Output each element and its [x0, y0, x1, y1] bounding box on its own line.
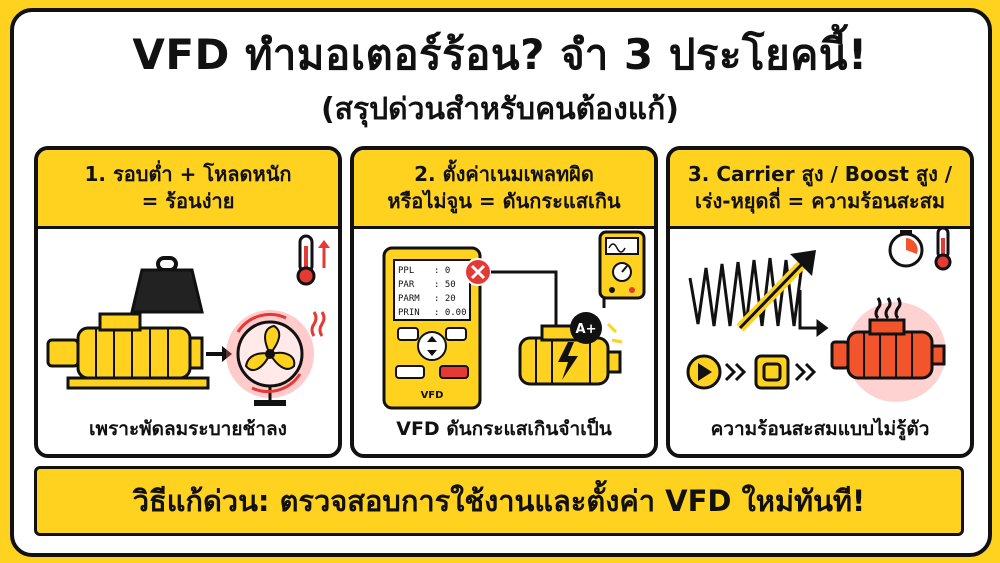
panel-header: 2. ตั้งค่าเนมเพลทผิด หรือไม่จูน = ดันกระ… [354, 150, 654, 229]
param-key: PRIN [398, 308, 420, 318]
amp-badge-label: A+ [576, 322, 597, 337]
param-key: PAR [398, 280, 415, 290]
overcurrent-badge-icon: A+ [570, 312, 623, 344]
panel-caption: ความร้อนสะสมแบบไม่รู้ตัว [710, 418, 930, 440]
panel-1-illustration [46, 234, 330, 406]
panel-caption: เพราะพัดลมระบายช้าลง [89, 418, 287, 440]
vfd-label: VFD [421, 390, 444, 401]
fast-forward-icon [794, 362, 817, 382]
param-value: : 0.00 [434, 308, 467, 318]
multimeter-icon [598, 230, 646, 300]
panel-header-line2: หรือไม่จูน = ดันกระแสเกิน [387, 189, 621, 213]
page-subtitle: (สรุปด่วนสำหรับคนต้องแก้) [320, 92, 680, 127]
arrow-right-icon [206, 346, 232, 362]
heat-waves-icon [874, 297, 902, 320]
quick-fix-banner: วิธีแก้ด่วน: ตรวจสอบการใช้งานและตั้งค่า … [34, 466, 964, 536]
play-icon [686, 354, 722, 390]
panel-header-line2: เร่ง-หยุดถี่ = ความร้อนสะสม [694, 189, 946, 213]
motor-icon [46, 312, 210, 390]
panel-header-line1: 1. รอบต่ำ + โหลดหนัก [84, 162, 292, 186]
heavy-weight-icon [130, 256, 204, 314]
page-title: VFD ทำมอเตอร์ร้อน? จำ 3 ประโยคนี้! [132, 30, 868, 79]
param-value: : 50 [434, 280, 456, 290]
arrow-down-right-icon [798, 290, 829, 337]
panel-header-line1: 2. ตั้งค่าเนมเพลทผิด [414, 162, 594, 186]
rising-arrow-icon [736, 250, 816, 332]
param-value: : 0 [434, 266, 450, 276]
hot-motor-icon [830, 302, 946, 402]
panel-carrier-boost: 3. Carrier สูง / Boost สูง / เร่ง-หยุดถี… [666, 146, 974, 458]
panel-low-speed: 1. รอบต่ำ + โหลดหนัก = ร้อนง่าย [34, 146, 342, 458]
param-key: PARM [398, 294, 420, 304]
panel-2-illustration: PPL : 0 PAR : 50 PARM : 20 PRIN : 0.00 V… [382, 230, 646, 410]
panel-header-line2: = ร้อนง่าย [141, 189, 235, 213]
heat-waves-icon [310, 311, 326, 337]
panel-header-line1: 3. Carrier สูง / Boost สูง / [687, 162, 953, 186]
panel-3-illustration [686, 228, 952, 402]
fast-forward-icon [724, 362, 747, 382]
error-x-icon [464, 258, 492, 286]
param-key: PPL [398, 266, 414, 276]
panel-caption: VFD ดันกระแสเกินจำเป็น [396, 418, 612, 440]
panel-header: 3. Carrier สูง / Boost สูง / เร่ง-หยุดถี… [670, 150, 970, 229]
motor-icon [518, 324, 622, 386]
thermometer-icon [296, 234, 330, 286]
param-value: : 20 [434, 294, 456, 304]
cooling-fan-icon [226, 310, 314, 406]
thermometer-icon [934, 228, 952, 271]
panel-nameplate: 2. ตั้งค่าเนมเพลทผิด หรือไม่จูน = ดันกระ… [350, 146, 658, 458]
stop-icon [754, 354, 790, 390]
panel-header: 1. รอบต่ำ + โหลดหนัก = ร้อนง่าย [38, 150, 338, 229]
quick-fix-text: วิธีแก้ด่วน: ตรวจสอบการใช้งานและตั้งค่า … [132, 484, 866, 518]
timer-icon [888, 230, 924, 268]
vfd-drive-icon: PPL : 0 PAR : 50 PARM : 20 PRIN : 0.00 V… [382, 246, 482, 410]
